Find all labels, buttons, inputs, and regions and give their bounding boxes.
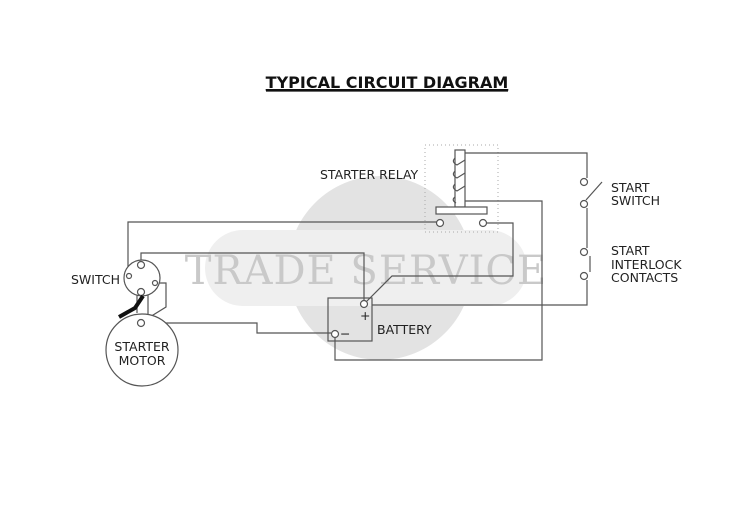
battery [327,297,373,342]
battery-negative-terminal [330,329,340,339]
battery-label: BATTERY [377,322,432,337]
switch-terminal [136,287,146,297]
starter-relay-label: STARTER RELAY [320,167,419,182]
start-switch-terminal [579,199,589,209]
relay-enclosure [424,144,499,233]
interlock-label: START [611,243,650,258]
relay-contact [435,218,445,228]
relay-contact [478,218,488,228]
start-switch-terminal [579,177,589,187]
start-switch-blade [585,181,603,201]
switch-terminal [125,272,133,280]
interlock-terminal [579,271,589,281]
plus-sign: + [360,308,370,323]
start-switch-label: SWITCH [611,193,660,208]
watermark: TRADE SERVICE [185,176,547,360]
start-switch-label: START [611,180,650,195]
starter-motor-label: STARTER [114,339,169,354]
switch-label: SWITCH [71,272,120,287]
wires [127,152,603,361]
starter-motor-label: MOTOR [119,353,166,368]
relay-coil [452,149,466,208]
watermark-text: TRADE SERVICE [185,248,547,294]
motor-terminal [136,318,146,328]
starter-motor [105,313,179,387]
switch-terminal [136,260,146,270]
switch-terminal [151,279,159,287]
minus-sign: − [340,326,350,341]
battery-positive-terminal [359,299,369,309]
interlock-label: INTERLOCK [611,257,682,272]
relay-plunger [435,206,488,215]
battery-cable [118,294,145,319]
page-title: TYPICAL CIRCUIT DIAGRAM [266,73,509,92]
interlock-label: CONTACTS [611,270,678,285]
interlock-terminal [579,247,589,257]
